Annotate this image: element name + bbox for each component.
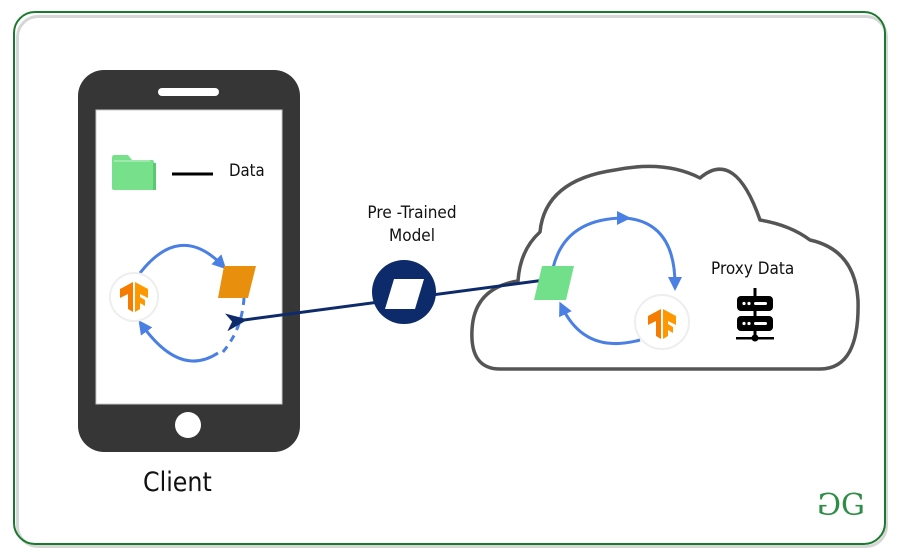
- pretrained-model-label: Pre -Trained Model: [356, 202, 468, 248]
- folder-edge: [153, 163, 156, 190]
- server-cycle-arrow-right: [624, 216, 682, 291]
- server-tensorflow-badge: [634, 294, 690, 350]
- server-tensorflow-icon: [648, 309, 676, 339]
- cycle-arrow-bottom: [138, 320, 219, 363]
- pretrained-model-label-line1: Pre -Trained: [367, 203, 457, 223]
- client-training-cycle: [109, 243, 256, 363]
- diagram-frame: [13, 11, 886, 545]
- geeksforgeeks-logo: GG: [820, 488, 865, 523]
- data-label: Data: [229, 161, 265, 181]
- model-badge-icon: [385, 279, 424, 309]
- phone-speaker: [158, 88, 219, 96]
- cycle-arrow-top: [138, 243, 227, 274]
- server-cycle-arrow-bottom: [559, 301, 641, 345]
- tensorflow-icon: [120, 282, 148, 312]
- server-cycle-arrow-top: [551, 211, 631, 269]
- client-phone: [78, 70, 300, 452]
- phone-home-button[interactable]: [175, 412, 201, 438]
- pretrained-model-label-line2: Model: [389, 226, 435, 246]
- client-model-icon: [218, 266, 256, 298]
- tensorflow-badge: [109, 272, 159, 322]
- server-training-cycle: [534, 211, 690, 350]
- frame-shadow: [16, 15, 888, 548]
- logo-g: G: [840, 488, 865, 523]
- server-icon: [736, 288, 774, 342]
- folder-icon: [112, 155, 156, 190]
- server-model-icon: [534, 266, 574, 300]
- logo-g-mirrored: G: [820, 488, 841, 523]
- proxy-data-label: Proxy Data: [711, 259, 795, 279]
- client-label: Client: [143, 467, 212, 498]
